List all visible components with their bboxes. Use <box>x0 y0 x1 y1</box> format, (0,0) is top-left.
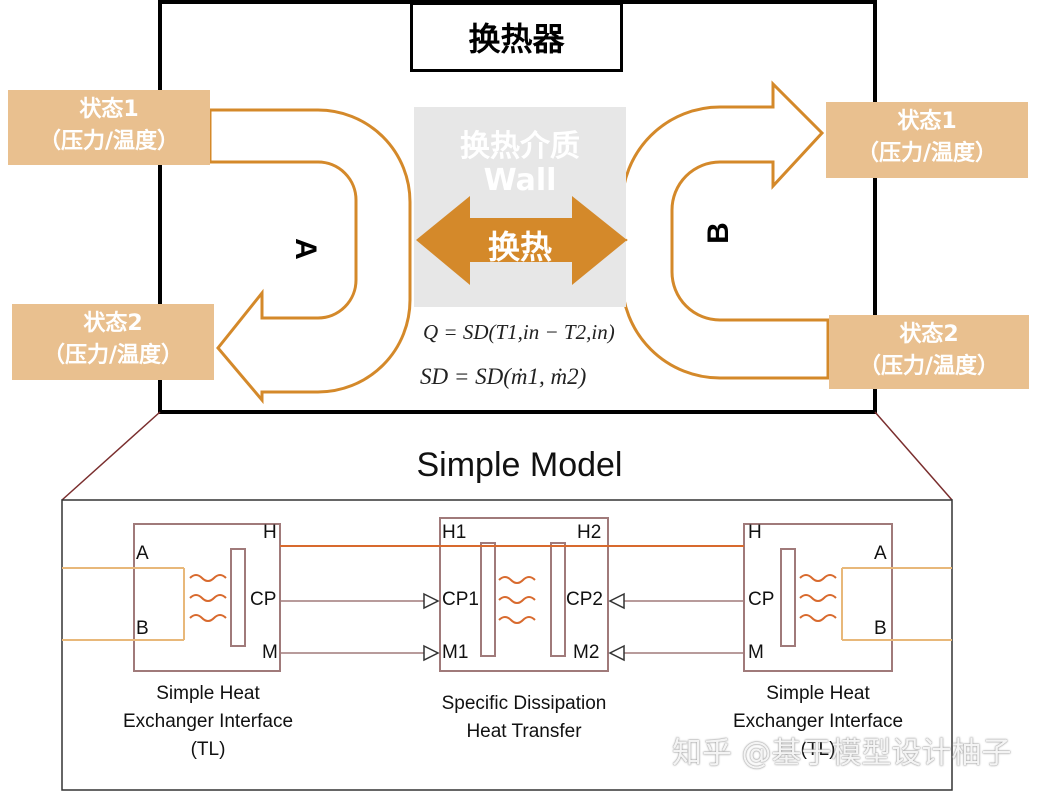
right-block <box>743 523 893 672</box>
left-block <box>133 523 281 672</box>
flow-arrow-a <box>208 108 412 405</box>
middle-port-m2: M2 <box>573 642 600 663</box>
exchange-label: 换热 <box>487 228 552 266</box>
state-label-b-in-line2: （压力/温度） <box>858 354 1000 379</box>
right-port-h: H <box>748 522 762 543</box>
right-port-cp: CP <box>748 589 775 610</box>
middle-bar-right <box>550 542 566 657</box>
sd-equation: SD = SD(ṁ1, ṁ2) <box>420 364 587 389</box>
right-caption-line1: Simple Heat <box>766 683 870 704</box>
right-block-caption: Simple Heat Exchanger Interface (TL) <box>708 680 928 764</box>
medium-label: 换热介质 <box>460 129 580 164</box>
state-label-b-out-line1: 状态1 <box>897 109 957 134</box>
right-port-a: A <box>874 543 887 564</box>
middle-caption-line2: Heat Transfer <box>466 721 582 742</box>
state-label-b-out: 状态1 （压力/温度） <box>826 102 1028 178</box>
right-caption-line2: Exchanger Interface <box>732 711 904 732</box>
middle-bar-left <box>480 542 496 657</box>
left-port-h: H <box>263 522 277 543</box>
model-title: Simple Model <box>416 446 623 484</box>
middle-block <box>439 517 609 672</box>
flow-arrow-b <box>620 80 830 380</box>
side-a-label: A <box>288 238 322 260</box>
medium-wall-label: Wall <box>483 163 557 198</box>
state-label-b-out-line2: （压力/温度） <box>856 141 998 166</box>
heat-equation: Q = SD(T1,in − T2,in) <box>423 320 615 344</box>
middle-port-cp1: CP1 <box>442 589 479 610</box>
left-heat-flow-icon <box>189 574 227 622</box>
wall-medium: 换热介质 Wall <box>414 107 626 307</box>
cp2-arrow-icon <box>608 592 625 610</box>
state-label-a-out-line1: 状态2 <box>83 311 143 336</box>
state-label-a-out-line2: （压力/温度） <box>42 343 184 368</box>
right-port-b: B <box>874 618 887 639</box>
right-port-m: M <box>748 642 764 663</box>
middle-caption-line1: Specific Dissipation <box>441 693 607 714</box>
simple-model-frame <box>61 499 953 791</box>
m1-arrow-icon <box>423 644 440 662</box>
left-port-m: M <box>262 642 278 663</box>
state-label-a-out: 状态2 （压力/温度） <box>12 304 214 380</box>
zoom-line-right <box>874 411 953 501</box>
state-label-a-in-line1: 状态1 <box>79 97 139 122</box>
state-label-b-in: 状态2 （压力/温度） <box>829 315 1029 389</box>
side-b-label: B <box>701 222 735 244</box>
left-port-a: A <box>136 543 149 564</box>
left-caption-line1: Simple Heat <box>156 683 260 704</box>
middle-port-cp2: CP2 <box>566 589 603 610</box>
right-inner-bar <box>780 548 796 647</box>
middle-port-h1: H1 <box>442 522 467 543</box>
zoom-line-left <box>61 411 161 501</box>
state-label-b-in-line1: 状态2 <box>899 322 959 347</box>
right-heat-flow-icon <box>799 574 837 622</box>
heat-exchanger-title: 换热器 <box>410 2 623 72</box>
cp1-arrow-icon <box>423 592 440 610</box>
right-caption-line3: (TL) <box>800 739 836 760</box>
middle-port-h2: H2 <box>577 522 602 543</box>
state-label-a-in: 状态1 （压力/温度） <box>8 90 210 165</box>
left-inner-bar <box>230 548 246 647</box>
left-caption-line2: Exchanger Interface <box>122 711 294 732</box>
left-port-b: B <box>136 618 149 639</box>
middle-port-m1: M1 <box>442 642 469 663</box>
middle-block-caption: Specific Dissipation Heat Transfer <box>414 690 634 746</box>
left-block-caption: Simple Heat Exchanger Interface (TL) <box>98 680 318 764</box>
left-caption-line3: (TL) <box>190 739 226 760</box>
middle-heat-flow-icon <box>498 576 536 624</box>
left-port-cp: CP <box>250 589 277 610</box>
m2-arrow-icon <box>608 644 625 662</box>
state-label-a-in-line2: （压力/温度） <box>38 129 180 154</box>
watermark: 知乎 @基于模型设计柚子 <box>672 736 1012 771</box>
